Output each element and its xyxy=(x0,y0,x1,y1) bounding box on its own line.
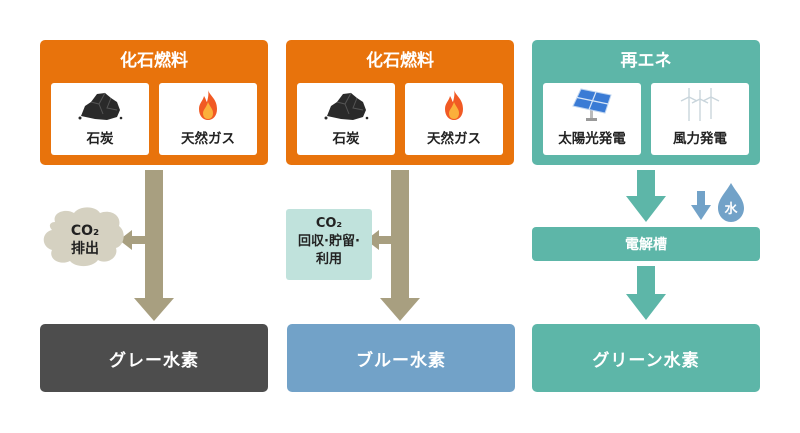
source-item-natural-gas: 天然ガス xyxy=(405,83,503,155)
arrow-head-upper xyxy=(626,196,666,222)
co2-text: CO₂ xyxy=(70,223,100,239)
flame-icon xyxy=(159,88,257,122)
source-title: 化石燃料 xyxy=(120,51,188,71)
arrow-stem xyxy=(145,170,163,300)
result-box-gray-hydrogen: グレー水素 xyxy=(40,324,268,392)
source-item-coal: 石炭 xyxy=(297,83,395,155)
arrow-stem-upper xyxy=(637,170,655,197)
result-label: グレー水素 xyxy=(109,350,199,371)
source-item-label: 天然ガス xyxy=(427,131,481,147)
source-box-fossil-fuel-2: 化石燃料 石炭 天然ガス xyxy=(286,40,514,165)
result-box-blue-hydrogen: ブルー水素 xyxy=(287,324,515,392)
water-arrow-stem xyxy=(697,191,705,207)
source-item-natural-gas: 天然ガス xyxy=(159,83,257,155)
arrow-stem-lower xyxy=(637,266,655,296)
source-title: 化石燃料 xyxy=(366,51,434,71)
ccus-box: CO₂ 回収·貯留· 利用 xyxy=(286,209,372,280)
source-item-label: 石炭 xyxy=(332,131,360,147)
water-arrow-head xyxy=(691,205,711,220)
branch-head xyxy=(119,230,132,250)
source-item-label: 石炭 xyxy=(86,131,114,147)
arrow-head xyxy=(380,298,420,321)
co2-text: CO₂ xyxy=(315,216,343,231)
coal-icon xyxy=(297,88,395,122)
water-drop-icon xyxy=(718,183,744,222)
arrow-stem xyxy=(391,170,409,300)
branch-stem xyxy=(377,236,392,244)
result-label: ブルー水素 xyxy=(356,350,446,371)
coal-icon xyxy=(51,88,149,122)
source-item-coal: 石炭 xyxy=(51,83,149,155)
source-item-solar: 太陽光発電 xyxy=(543,83,641,155)
result-box-green-hydrogen: グリーン水素 xyxy=(532,324,760,392)
wind-turbine-icon xyxy=(651,88,749,122)
source-title: 再エネ xyxy=(620,51,672,71)
co2-emission-label: CO₂ 排出 xyxy=(52,222,118,258)
arrow-head xyxy=(134,298,174,321)
emission-text: 排出 xyxy=(71,241,99,257)
electrolyzer-box: 電解槽 xyxy=(532,227,760,261)
branch-head xyxy=(366,230,379,250)
source-box-fossil-fuel-1: 化石燃料 石炭 天然ガス xyxy=(40,40,268,165)
ccus-text-2: 利用 xyxy=(315,252,342,267)
source-item-label: 風力発電 xyxy=(673,131,727,147)
co2-emission-cloud xyxy=(43,207,124,267)
ccus-text-1: 回収·貯留· xyxy=(298,234,360,249)
source-item-wind: 風力発電 xyxy=(651,83,749,155)
source-item-label: 太陽光発電 xyxy=(558,131,626,147)
solar-panel-icon xyxy=(543,88,641,122)
source-item-label: 天然ガス xyxy=(181,131,235,147)
electrolyzer-label: 電解槽 xyxy=(625,237,667,253)
branch-stem xyxy=(130,236,146,244)
flame-icon xyxy=(405,88,503,122)
arrow-head-lower xyxy=(626,294,666,320)
source-box-renewable: 再エネ 太陽光発電 風力発電 xyxy=(532,40,760,165)
water-label: 水 xyxy=(724,202,738,217)
result-label: グリーン水素 xyxy=(592,350,700,371)
